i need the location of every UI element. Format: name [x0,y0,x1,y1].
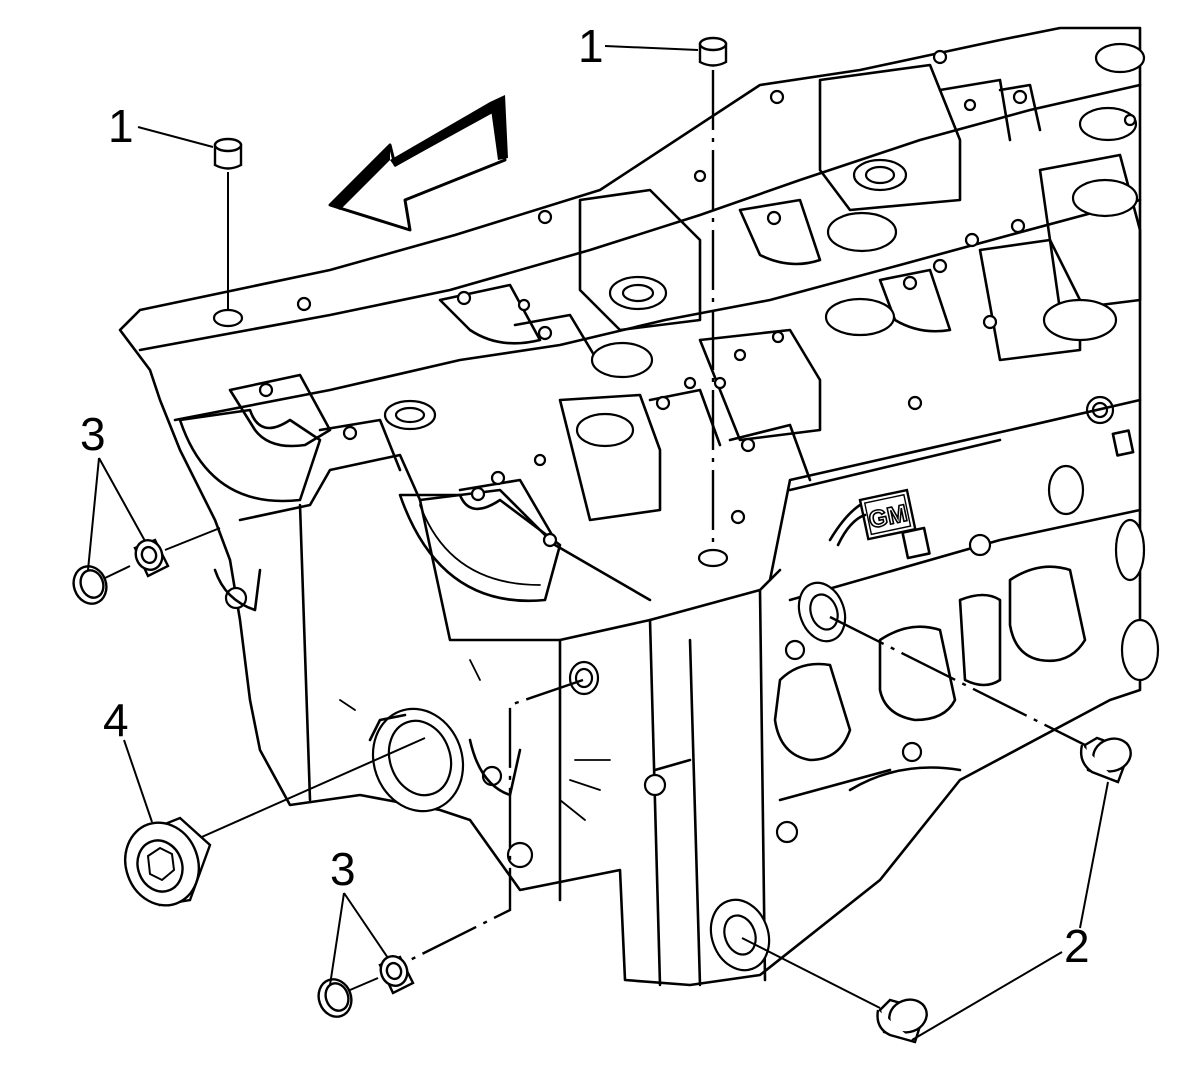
camshaft-plug [124,816,212,907]
callout-1-top: 1 [578,20,604,72]
dowel-pin-left [213,137,243,170]
assembly-lines [104,70,1086,1009]
plug-2-port-lower [709,898,771,972]
gm-logo-icon: GM [858,488,917,541]
expansion-plug-upper [1079,736,1132,784]
direction-arrow-icon [328,95,508,232]
threaded-plug-left [72,538,170,605]
callout-leaders [87,45,1109,1041]
callout-3-left: 3 [80,408,106,460]
cylinder-head: GM [118,26,1160,987]
camshaft-bore [368,707,465,813]
callout-labels: 1 1 2 3 3 4 [80,20,1090,972]
callout-2: 2 [1064,920,1090,972]
dowel-pin-top [698,36,728,67]
gm-logo-text: GM [866,500,909,534]
threaded-plug-bottom [317,955,415,1018]
callout-1-left: 1 [108,100,134,152]
plug-2-port-upper [797,581,847,643]
callout-4: 4 [103,694,129,746]
expansion-plug-lower [876,998,928,1044]
callout-3-bottom: 3 [330,843,356,895]
